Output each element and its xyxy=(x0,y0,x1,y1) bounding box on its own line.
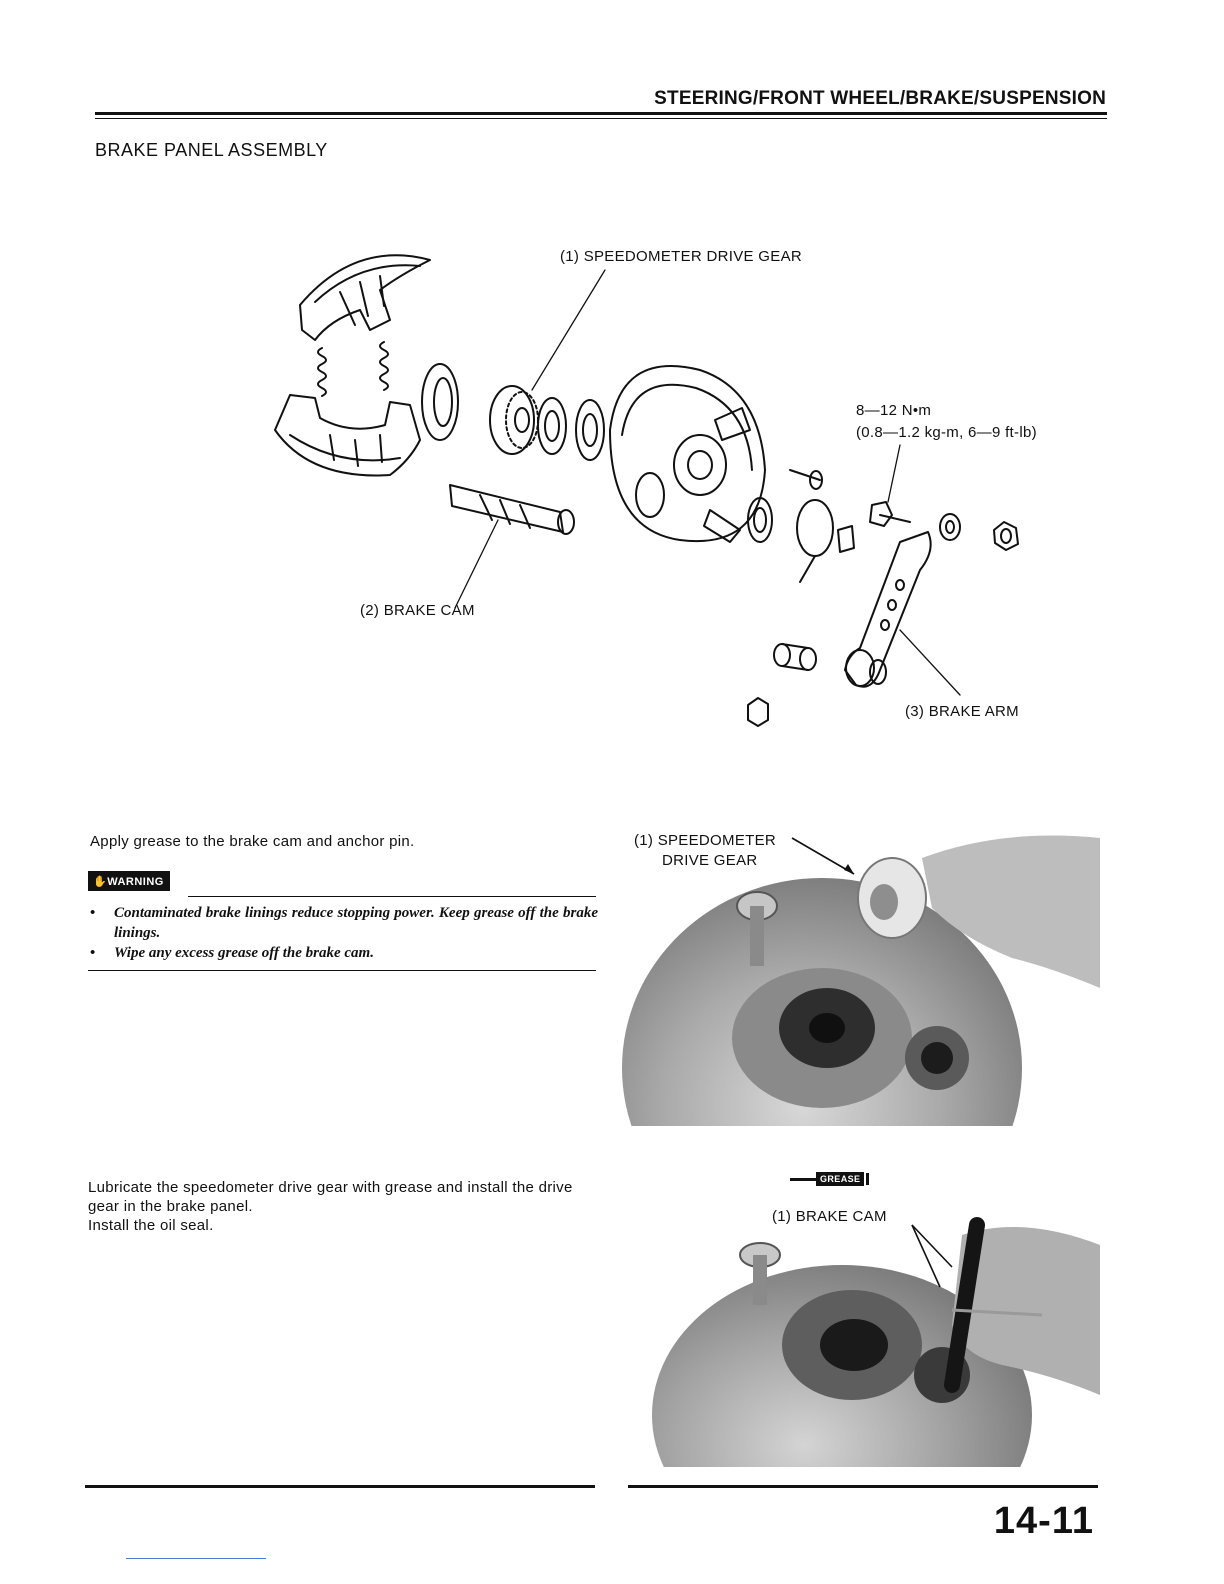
speedometer-drive-gear xyxy=(489,385,539,455)
header-rule-thin xyxy=(95,118,1107,119)
running-header: STEERING/FRONT WHEEL/BRAKE/SUSPENSION xyxy=(654,88,1106,109)
pinch-bolt xyxy=(789,469,823,490)
joint-pin xyxy=(773,643,817,671)
step2-instruction: Lubricate the speedometer drive gear wit… xyxy=(88,1179,573,1215)
grease-tube-cap-icon xyxy=(866,1173,870,1185)
page-number: 14-11 xyxy=(993,1500,1094,1542)
nut-large xyxy=(993,521,1019,551)
return-spring-right xyxy=(379,341,389,391)
photo2-label-brake-cam: (1) BRAKE CAM xyxy=(772,1208,887,1225)
brake-shoe-lower xyxy=(274,394,421,477)
label-torque-imperial: (0.8—1.2 kg-m, 6—9 ft-lb) xyxy=(856,424,1037,441)
footer-rule-left xyxy=(85,1485,595,1488)
step2-instruction-seal: Install the oil seal. xyxy=(88,1217,214,1234)
brake-panel xyxy=(609,365,766,543)
washer-1 xyxy=(537,397,567,455)
wear-indicator-plate xyxy=(837,525,855,553)
label-brake-arm: (3) BRAKE ARM xyxy=(905,703,1019,720)
nut-small xyxy=(939,513,961,541)
warning-item: Wipe any excess grease off the brake cam… xyxy=(88,943,598,963)
step1-instruction: Apply grease to the brake cam and anchor… xyxy=(90,833,415,850)
header-rule xyxy=(95,112,1107,115)
photo-brake-cam-grease xyxy=(622,1215,1102,1467)
leader-brake-cam xyxy=(454,519,499,609)
oil-seal xyxy=(421,363,459,441)
leader-speedometer xyxy=(531,269,606,391)
scan-underline-mark xyxy=(126,1558,266,1559)
warning-hand-icon: ✋ xyxy=(93,876,108,888)
warning-rule-top xyxy=(188,896,596,897)
leader-torque xyxy=(887,444,901,503)
leader-brake-arm xyxy=(899,629,961,696)
label-brake-cam: (2) BRAKE CAM xyxy=(360,602,475,619)
label-speedometer-drive-gear: (1) SPEEDOMETER DRIVE GEAR xyxy=(560,248,803,265)
section-title: BRAKE PANEL ASSEMBLY xyxy=(95,140,328,160)
label-torque-nm: 8—12 N•m xyxy=(856,402,932,419)
brake-shoe-upper xyxy=(299,254,431,341)
nut-lower xyxy=(747,697,769,727)
brake-arm-part xyxy=(844,531,932,688)
warning-rule-bottom xyxy=(88,970,596,971)
photo1-label-line1: (1) SPEEDOMETER xyxy=(634,832,777,849)
return-spring-arm xyxy=(796,499,834,583)
washer-2 xyxy=(575,399,605,461)
grease-symbol: GREASE xyxy=(790,1172,870,1186)
brake-panel-exploded-diagram xyxy=(274,254,1019,727)
footer-rule-right xyxy=(628,1485,1098,1488)
flange-bolt xyxy=(869,501,911,527)
return-spring-left xyxy=(317,347,327,397)
warning-label: WARNING xyxy=(107,876,164,888)
warning-item: Contaminated brake linings reduce stoppi… xyxy=(88,903,598,943)
photo-speedometer-gear-install xyxy=(622,828,1102,1126)
grease-tube-nozzle-icon xyxy=(790,1177,816,1181)
brake-cam xyxy=(449,484,575,535)
warning-badge: ✋WARNING xyxy=(88,871,170,891)
grease-label: GREASE xyxy=(816,1172,865,1186)
photo1-label-line2: DRIVE GEAR xyxy=(662,852,758,869)
warning-list: Contaminated brake linings reduce stoppi… xyxy=(88,903,598,963)
dust-seal xyxy=(747,497,773,543)
